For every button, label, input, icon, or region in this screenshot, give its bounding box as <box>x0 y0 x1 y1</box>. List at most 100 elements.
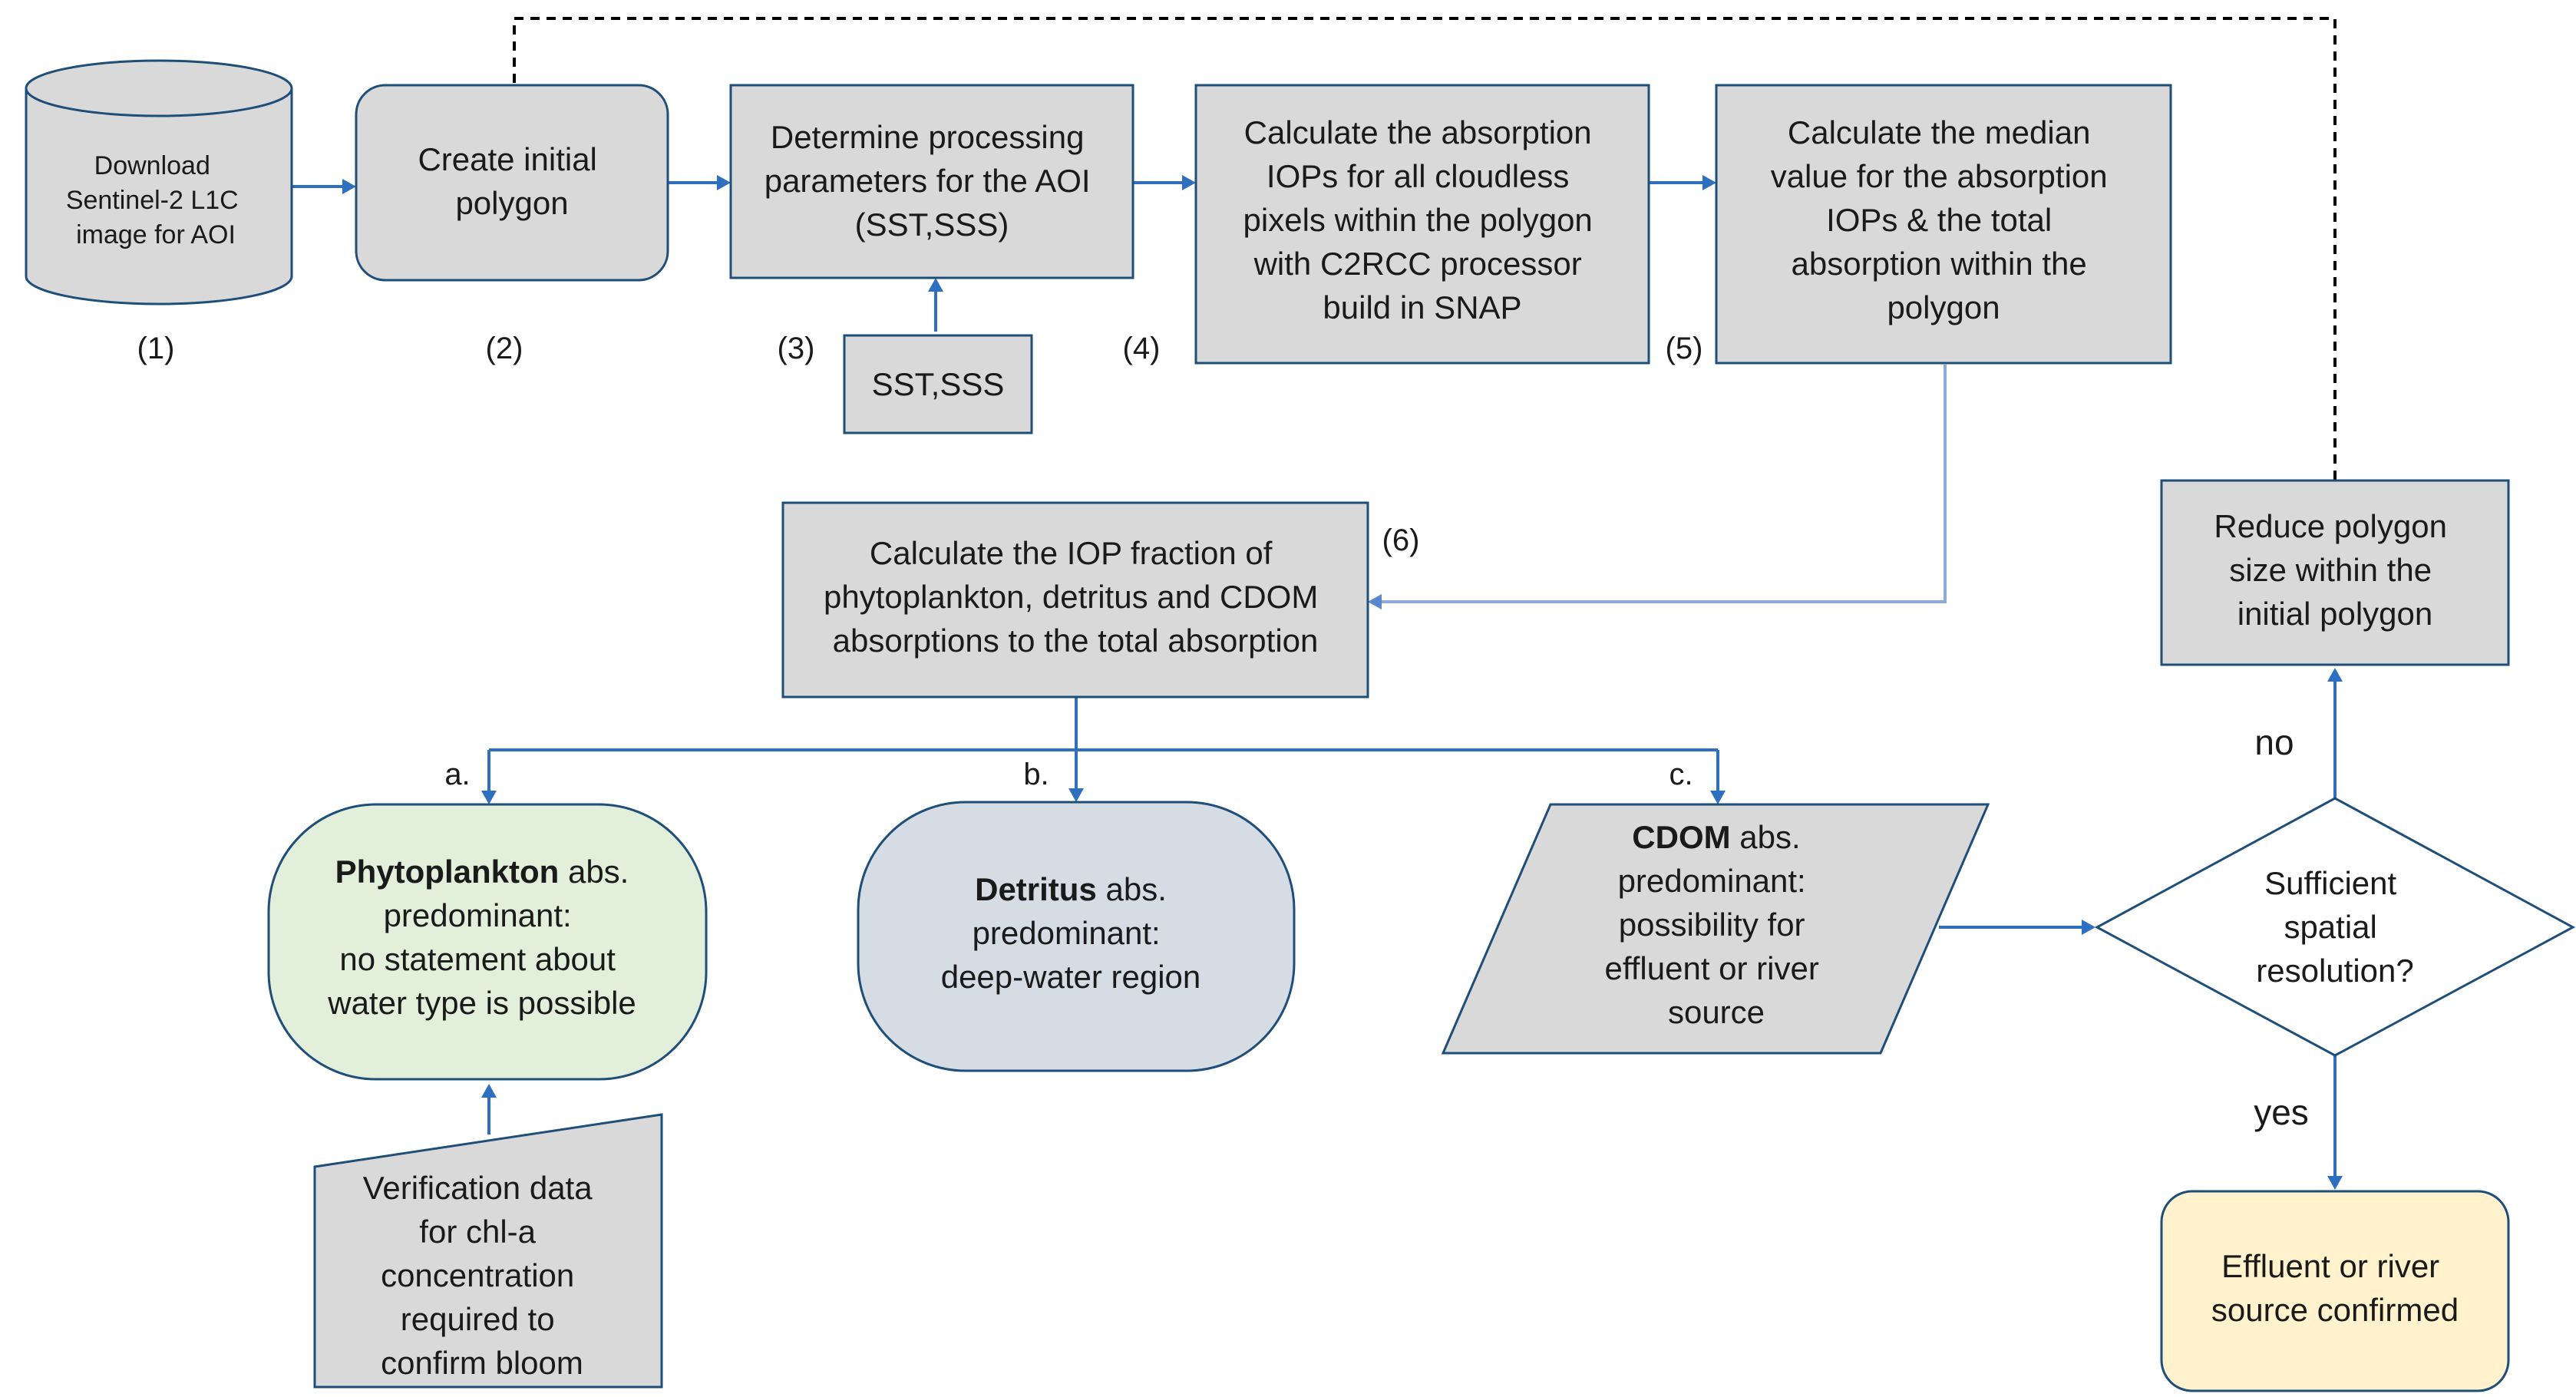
absorption-iops-line-4: with C2RCC processor <box>1253 246 1582 282</box>
svg-text:Download Sentinel-2 L1C: Download Sentinel-2 L1C image for AOI <box>66 151 246 249</box>
verification-line-4: required to <box>401 1301 555 1337</box>
verification-line-3: concentration <box>381 1257 574 1293</box>
svg-text:Effluent or river source: Effluent or river source confirmed <box>2211 1248 2459 1328</box>
edge-label-yes: yes <box>2254 1092 2309 1132</box>
download-cylinder-top <box>25 59 293 117</box>
iop-fraction-line-2: phytoplankton, detritus and CDOM <box>824 579 1318 615</box>
processing-params-line-1: Determine processing <box>771 119 1085 155</box>
node-cdom: CDOM abs. predominant: possibility for e… <box>1441 803 1990 1055</box>
decision-line-2: spatial <box>2284 909 2376 945</box>
detritus-title: Detritus abs. <box>975 871 1167 907</box>
absorption-iops-line-2: IOPs for all cloudless <box>1267 158 1570 194</box>
svg-text:Create initial polygon: Create initial polygon <box>418 141 606 221</box>
median-box <box>1715 84 2172 365</box>
cdom-line-4: source <box>1668 994 1765 1030</box>
detritus-box <box>857 801 1296 1072</box>
cdom-line-2: possibility for <box>1619 907 1805 943</box>
edge-median-to-fraction <box>1376 365 1947 603</box>
reduce-line-1: Reduce polygon <box>2214 508 2447 544</box>
reduce-box <box>2160 479 2510 666</box>
initial-polygon-line-1: Create initial <box>418 141 596 177</box>
phytoplankton-title: Phytoplankton abs. <box>335 854 629 890</box>
cdom-line-1: predominant: <box>1618 863 1806 899</box>
arrowhead-polygon <box>342 179 356 194</box>
confirmed-box <box>2160 1190 2510 1392</box>
node-initial-polygon: Create initial polygon (2) <box>355 84 669 365</box>
node-confirmed: Effluent or river source confirmed <box>2160 1190 2510 1392</box>
verification-shape <box>313 1113 663 1389</box>
arrowhead-fraction <box>1368 594 1382 609</box>
verification-line-2: for chl-a <box>419 1214 536 1250</box>
edge-reduce-feedback-dashed <box>513 17 2337 480</box>
processing-params-line-3: (SST,SSS) <box>855 206 1009 243</box>
node-decision: Sufficient spatial resolution? <box>2094 797 2576 1057</box>
verification-line-1: Verification data <box>363 1170 593 1206</box>
decision-line-3: resolution? <box>2256 953 2413 989</box>
download-cylinder-body <box>25 88 293 305</box>
edge-label-no: no <box>2254 722 2294 762</box>
edges <box>290 17 2337 1182</box>
node-median: Calculate the median value for the absor… <box>1666 84 2172 365</box>
arrowhead-median <box>1702 175 1716 190</box>
cdom-parallelogram <box>1441 803 1990 1055</box>
absorption-iops-line-5: build in SNAP <box>1323 289 1521 325</box>
phytoplankton-line-3: water type is possible <box>327 985 636 1021</box>
svg-text:Calculate the absorption: Calculate the absorption IOPs for all cl… <box>1243 114 1602 325</box>
sst-sss-label: SST,SSS <box>872 366 1005 402</box>
cdom-title-bold: CDOM <box>1632 819 1730 855</box>
processing-params-box <box>729 84 1134 279</box>
phytoplankton-line-1: predominant: <box>384 897 572 933</box>
node-absorption-iops: Calculate the absorption IOPs for all cl… <box>1123 84 1650 365</box>
branch-label-b: b. <box>1023 758 1049 791</box>
cdom-title-rest: abs. <box>1731 819 1801 855</box>
median-line-3: IOPs & the total <box>1826 202 2052 238</box>
download-line-1: Download <box>94 151 210 180</box>
download-line-3: image for AOI <box>76 220 236 249</box>
step-label-4: (4) <box>1123 332 1161 365</box>
detritus-title-rest: abs. <box>1097 871 1167 907</box>
node-processing-params: Determine processing parameters for the … <box>729 84 1134 365</box>
median-line-2: value for the absorption <box>1771 158 2108 194</box>
node-download: Download Sentinel-2 L1C image for AOI (1… <box>25 59 293 365</box>
svg-text:Calculate the IOP fraction of: Calculate the IOP fraction of phytoplank… <box>824 535 1327 659</box>
phytoplankton-title-bold: Phytoplankton <box>335 854 560 890</box>
step-label-6: (6) <box>1382 523 1420 557</box>
phytoplankton-box <box>267 803 708 1081</box>
node-iop-fraction: Calculate the IOP fraction of phytoplank… <box>781 501 1420 698</box>
detritus-line-2: deep-water region <box>941 959 1201 995</box>
absorption-iops-line-3: pixels within the polygon <box>1243 202 1593 238</box>
phytoplankton-title-rest: abs. <box>559 854 629 890</box>
cdom-title: CDOM abs. <box>1632 819 1800 855</box>
arrowhead-phytoplankton <box>481 791 497 804</box>
decision-diamond <box>2094 797 2576 1057</box>
branch-label-c: c. <box>1669 758 1693 791</box>
initial-polygon-box <box>355 84 669 282</box>
node-sst-sss: SST,SSS <box>843 334 1033 434</box>
median-line-1: Calculate the median <box>1788 114 2091 150</box>
download-line-2: Sentinel-2 L1C <box>66 186 239 215</box>
iop-fraction-line-1: Calculate the IOP fraction of <box>870 535 1273 571</box>
arrowhead-reduce <box>2327 668 2343 682</box>
detritus-title-bold: Detritus <box>975 871 1097 907</box>
node-phytoplankton: Phytoplankton abs. predominant: no state… <box>267 803 708 1081</box>
step-label-3: (3) <box>778 332 815 365</box>
median-line-5: polygon <box>1887 289 2000 325</box>
arrowhead-cdom <box>1710 791 1726 804</box>
phytoplankton-line-2: no statement about <box>339 941 616 977</box>
confirmed-line-1: Effluent or river <box>2221 1248 2439 1284</box>
arrowhead-absorption <box>1182 175 1196 190</box>
step-label-1: (1) <box>137 332 175 365</box>
detritus-line-1: predominant: <box>973 915 1161 951</box>
svg-text:Reduce polygon size with: Reduce polygon size within the initial p… <box>2214 508 2455 632</box>
svg-text:Calculate the median val: Calculate the median value for the absor… <box>1771 114 2117 325</box>
node-reduce: Reduce polygon size within the initial p… <box>2160 479 2510 666</box>
processing-params-line-2: parameters for the AOI <box>765 163 1091 199</box>
node-detritus: Detritus abs. predominant: deep-water re… <box>857 801 1296 1072</box>
arrowhead-verification <box>481 1084 497 1098</box>
arrowhead-sst <box>928 278 943 292</box>
svg-text:Verification data for ch: Verification data for chl-a concentratio… <box>363 1170 602 1381</box>
arrowheads <box>342 175 2343 1190</box>
svg-text:predominant: deep-water: predominant: deep-water region <box>941 915 1201 995</box>
reduce-line-2: size within the <box>2229 552 2432 588</box>
